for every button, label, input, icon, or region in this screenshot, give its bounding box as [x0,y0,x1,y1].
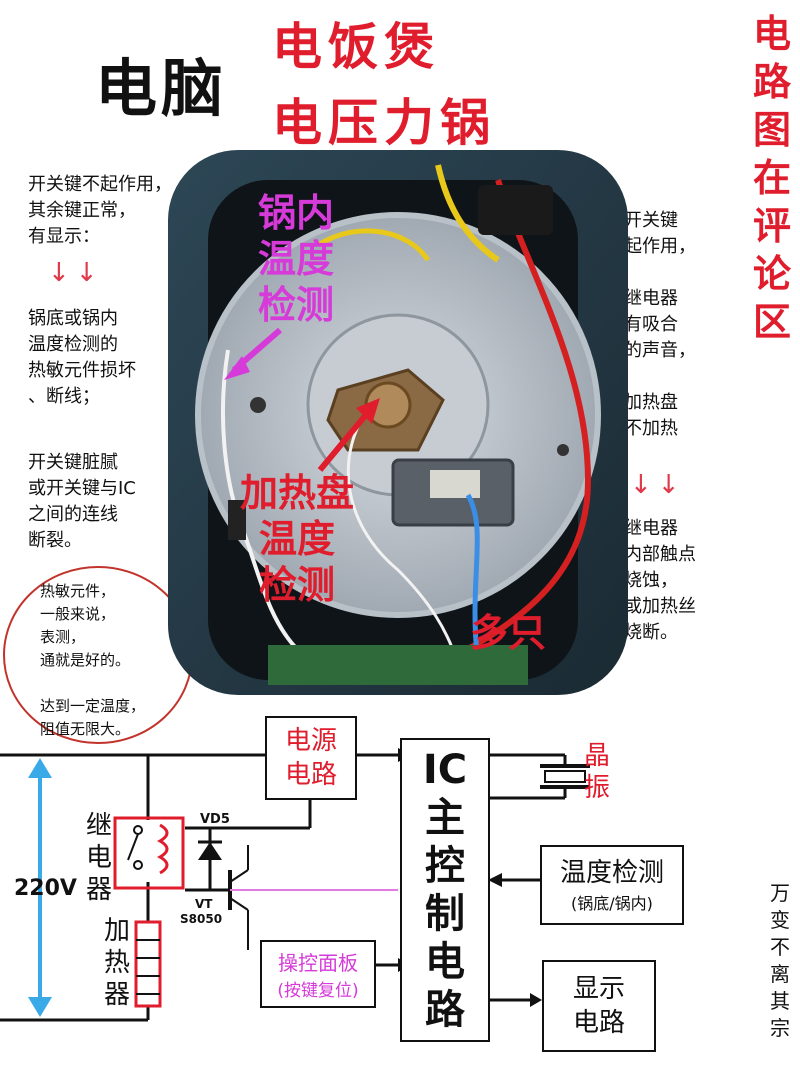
power-circuit-label: 电源 电路 [284,726,337,790]
title-pressure-cooker: 电压力锅 [272,94,496,152]
power-circuit-box: 电源 电路 [265,716,357,800]
thermistor-note: 热敏元件， 一般来说， 表测， 通就是好的。 达到一定温度， 阻值无限大。 [40,582,146,738]
control-panel-sublabel: (按键复位) [277,981,359,1001]
circuit-wires [0,748,590,1022]
voltage-label: 220V [14,876,77,901]
many-label: 多只 [470,611,547,655]
title-rice-cooker: 电饭煲 [272,18,440,76]
right-symptom-text: 开关键 起作用， 继电器 有吸合 的声音， 加热盘 不加热 [624,210,696,439]
photo-pointer-arrows [224,327,380,472]
s8050-label: S8050 [180,912,223,926]
temp-detect-label: 温度检测 [559,858,664,888]
rice-cooker-photo [168,150,628,695]
left-down-arrows: ↓↓ [48,258,104,288]
crystal-label: 晶 振 [583,741,610,803]
relay-label: 继 电 器 [85,811,112,905]
control-panel-box: 操控面板 (按键复位) [260,940,376,1008]
temp-detect-sublabel: (锅底/锅内) [571,894,653,913]
temp-detect-box: 温度检测 (锅底/锅内) [540,845,684,925]
vd5-label: VD5 [200,812,230,827]
heater-label: 加 热 器 [103,916,130,1010]
right-cause-text: 继电器 内部触点 烧蚀， 或加热丝 烧断。 [624,518,696,643]
display-circuit-label: 显示 电路 [572,974,625,1038]
vertical-comment-note: 电 路 图 在 评 论 区 [752,12,791,344]
right-down-arrows: ↓↓ [630,470,686,500]
ic-main-control-label: IC 主 控 制 电 路 [422,747,468,1033]
plate-temp-sensor-label: 加热盘 温度 检测 [240,471,355,607]
ic-main-control-box: IC 主 控 制 电 路 [400,738,490,1042]
display-circuit-box: 显示 电路 [542,960,656,1052]
control-panel-label: 操控面板 [278,951,358,975]
left-symptom-text: 开关键不起作用， 其余键正常， 有显示： [28,174,172,247]
title-computer: 电脑 [95,52,228,125]
left-cause-switch: 开关键脏腻 或开关键与IC 之间的连线 断裂。 [28,452,136,551]
inner-temp-sensor-label: 锅内 温度 检测 [258,191,335,327]
left-cause-sensor: 锅底或锅内 温度检测的 热敏元件损坏 、断线； [28,308,136,407]
vertical-motto: 万 变 不 离 其 宗 [770,881,790,1040]
vt-label: VT [195,897,213,911]
